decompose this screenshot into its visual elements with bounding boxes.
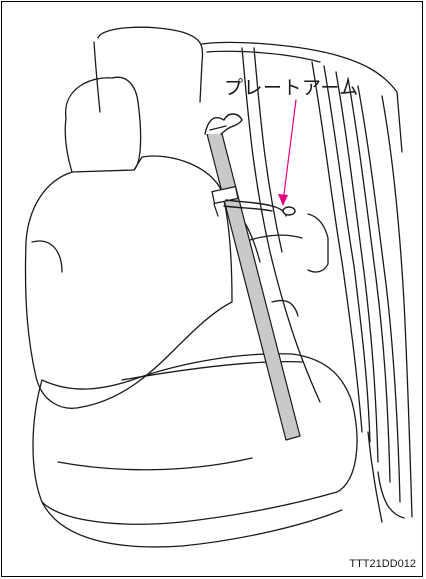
seatback-side-bolster bbox=[31, 240, 63, 273]
rear-seatback-outline bbox=[93, 26, 403, 153]
callout-leader-line bbox=[282, 99, 297, 203]
trim-details bbox=[249, 213, 329, 317]
plate-arm bbox=[211, 185, 296, 217]
callout-arrowhead bbox=[278, 194, 288, 206]
figure-code: TTT21DD012 bbox=[349, 558, 416, 570]
seatback-outline bbox=[24, 155, 233, 409]
seat-cushion-outline bbox=[32, 353, 358, 525]
pillar-trim-lines bbox=[241, 47, 413, 523]
headrest-outline bbox=[64, 76, 142, 173]
belt-guide-hook bbox=[204, 113, 243, 135]
callout-label-plate-arm: プレートアーム bbox=[224, 77, 359, 99]
